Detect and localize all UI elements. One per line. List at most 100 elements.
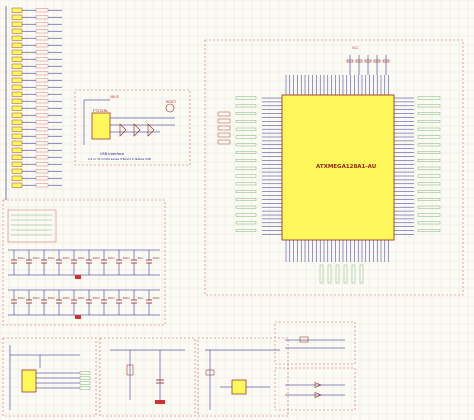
regulator-chip xyxy=(231,379,247,395)
mcu-net-right xyxy=(417,104,441,108)
mcu-net-right xyxy=(417,198,441,201)
cap-value: 100n xyxy=(48,256,55,260)
mcu-net-left xyxy=(235,120,257,123)
strip-tag xyxy=(11,77,23,83)
debug-box xyxy=(2,337,97,417)
strip-net xyxy=(35,85,49,90)
mcu-top-cap xyxy=(364,59,372,63)
mcu-net-right xyxy=(417,190,441,193)
strip-net xyxy=(35,43,49,48)
strip-net xyxy=(35,57,49,62)
mcu-net-left xyxy=(235,229,257,232)
decoupling-box xyxy=(2,199,166,326)
usb-interface-block: FT232RL USB Interface 2.2 or 3x nmOS ser… xyxy=(74,89,191,166)
strip-tag xyxy=(11,21,23,27)
cap-value: 100n xyxy=(93,256,100,260)
mcu-box xyxy=(204,39,464,296)
mcu-net-right xyxy=(417,127,441,131)
strip-net xyxy=(35,15,49,20)
gnd-marker xyxy=(75,275,81,279)
mcu-net-left xyxy=(235,127,257,131)
net-label-reset: RESET xyxy=(166,100,176,104)
strip-net xyxy=(35,106,49,111)
decoupling-legend xyxy=(7,209,57,243)
indicator-led xyxy=(314,392,322,398)
debug-net xyxy=(79,376,91,380)
strip-tag xyxy=(11,70,23,76)
indicator-block xyxy=(274,321,356,411)
strip-net xyxy=(35,50,49,55)
strip-net xyxy=(35,169,49,174)
usb-led xyxy=(165,103,175,113)
reset-box xyxy=(99,337,196,417)
cap-value: 10u xyxy=(138,296,144,300)
strip-net xyxy=(35,99,49,104)
strip-tag xyxy=(11,98,23,104)
mcu-side-part xyxy=(217,132,231,138)
mcu-part-label: ATXMEGA128A1-AU xyxy=(316,164,376,170)
cap-value: 100n xyxy=(18,296,25,300)
mcu-net-bottom xyxy=(327,264,332,284)
mcu-net-right xyxy=(417,135,441,139)
mcu-top-cap xyxy=(382,59,390,63)
strip-net xyxy=(35,183,49,188)
gnd-marker xyxy=(75,315,81,319)
mcu-side-part xyxy=(217,111,231,117)
indicator-box-top xyxy=(274,321,356,365)
mcu-top-cap xyxy=(373,59,381,63)
strip-tag xyxy=(11,84,23,90)
net-label-vbus: VBUS xyxy=(110,95,119,99)
strip-tag xyxy=(11,182,23,188)
mcu-net-left xyxy=(235,174,257,178)
cap-value: 100n xyxy=(93,296,100,300)
strip-net xyxy=(35,92,49,97)
mcu-net-right xyxy=(417,229,441,232)
strip-tag xyxy=(11,49,23,55)
debug-net xyxy=(79,381,91,385)
mcu-side-part xyxy=(217,139,231,145)
mcu-net-bottom xyxy=(351,264,356,284)
debug-net xyxy=(79,386,91,390)
strip-tag xyxy=(11,105,23,111)
cap-value: 100n xyxy=(63,296,70,300)
mcu-net-right xyxy=(417,143,441,147)
mcu-top-cap xyxy=(346,59,354,63)
reset-wires xyxy=(110,349,185,404)
debug-wires xyxy=(9,345,91,410)
mcu-chip xyxy=(281,94,395,241)
reset-resistor xyxy=(126,364,134,376)
mcu-net-right xyxy=(417,112,441,115)
strip-tag xyxy=(11,154,23,160)
reset-gnd xyxy=(155,400,165,404)
mcu-net-right xyxy=(417,182,441,186)
indicator-wires xyxy=(285,336,345,398)
strip-tag xyxy=(11,168,23,174)
strip-tag xyxy=(11,91,23,97)
strip-tag xyxy=(11,14,23,20)
mcu-net-bottom xyxy=(319,264,324,284)
mcu-net-left xyxy=(235,135,257,139)
strip-net xyxy=(35,64,49,69)
cap-value: 100n xyxy=(153,296,160,300)
mcu-net-left xyxy=(235,151,257,154)
cap-value: 100n xyxy=(33,296,40,300)
strip-tag xyxy=(11,7,23,13)
usb-diode xyxy=(133,123,141,137)
usb-title: USB Interface xyxy=(100,152,124,156)
mcu-net-left xyxy=(235,159,257,162)
strip-net xyxy=(35,120,49,125)
mcu-net-left xyxy=(235,143,257,147)
strip-tag xyxy=(11,63,23,69)
strip-net xyxy=(35,127,49,132)
strip-tag xyxy=(11,28,23,34)
cap-value: 100n xyxy=(153,256,160,260)
led-wires xyxy=(205,349,280,410)
led-box xyxy=(197,337,289,417)
strip-net xyxy=(35,36,49,41)
mcu-net-bottom xyxy=(343,264,348,284)
strip-net xyxy=(35,141,49,146)
cap-value: 100n xyxy=(33,256,40,260)
cap-value: 10u xyxy=(138,256,144,260)
mcu-net-left xyxy=(235,182,257,186)
